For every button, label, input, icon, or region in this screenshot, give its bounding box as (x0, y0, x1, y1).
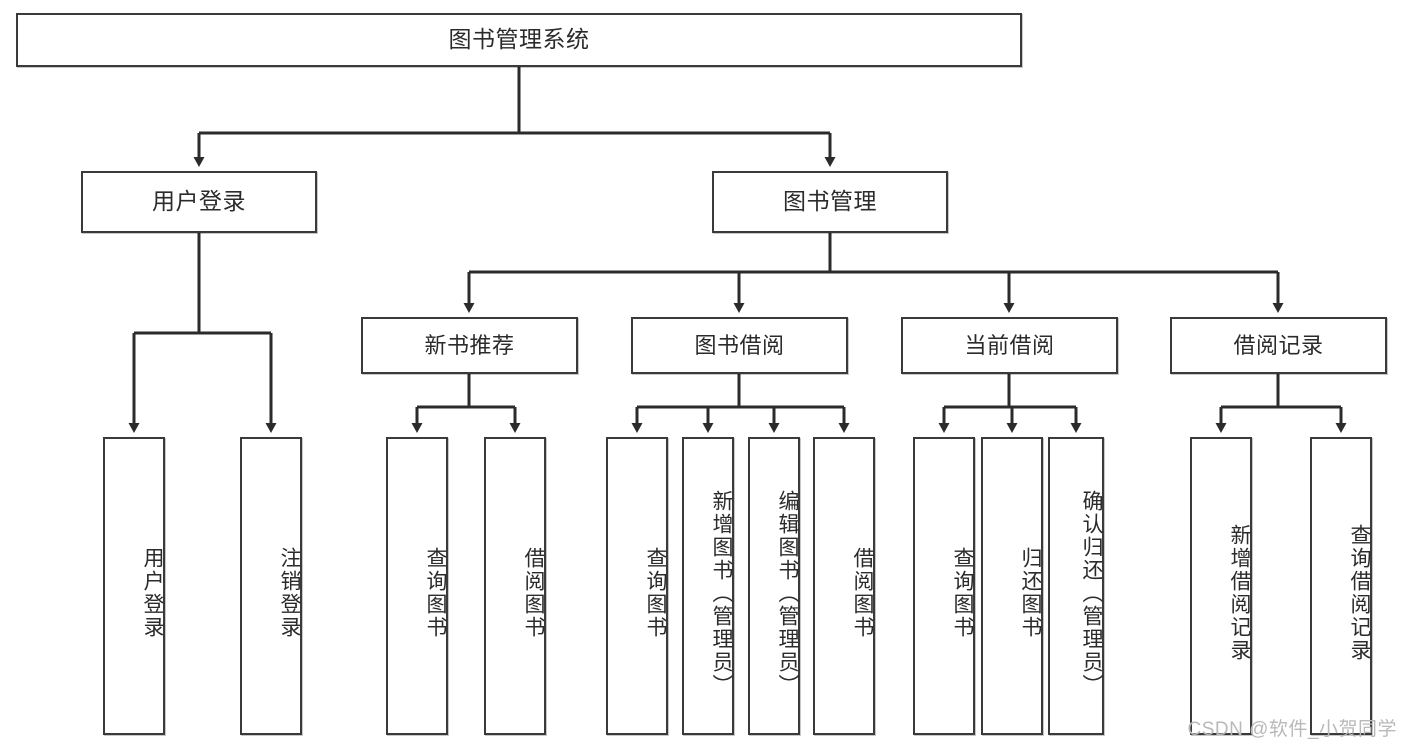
node-label: 图书借阅 (694, 332, 785, 358)
node-leaf-confirm-return[interactable]: 确认归还（管理员） (1048, 437, 1104, 735)
node-leaf-add-book[interactable]: 新增图书（管理员） (682, 437, 734, 735)
node-label: 编辑图书（管理员） (776, 489, 799, 697)
node-label: 当前借阅 (964, 332, 1055, 358)
node-label: 查询借阅记录 (1348, 524, 1371, 662)
node-label: 借阅图书 (851, 547, 874, 639)
node-label: 归还图书 (1019, 547, 1042, 639)
node-leaf-borrow-book-2[interactable]: 借阅图书 (813, 437, 875, 735)
node-borrow-record[interactable]: 借阅记录 (1170, 317, 1387, 374)
node-label: 新书推荐 (424, 332, 515, 358)
node-leaf-borrow-book-1[interactable]: 借阅图书 (484, 437, 546, 735)
node-label: 注销登录 (278, 547, 301, 639)
node-leaf-logout[interactable]: 注销登录 (240, 437, 302, 735)
node-leaf-query-book-2[interactable]: 查询图书 (606, 437, 668, 735)
node-book-manage[interactable]: 图书管理 (712, 171, 948, 233)
node-label: 确认归还（管理员） (1080, 489, 1103, 697)
node-leaf-edit-book[interactable]: 编辑图书（管理员） (748, 437, 800, 735)
node-user-login[interactable]: 用户登录 (81, 171, 317, 233)
node-label: 用户登录 (152, 188, 246, 215)
node-leaf-user-login[interactable]: 用户登录 (103, 437, 165, 735)
node-label: 图书管理系统 (448, 26, 590, 53)
node-current-borrow[interactable]: 当前借阅 (901, 317, 1118, 374)
node-leaf-add-record[interactable]: 新增借阅记录 (1190, 437, 1252, 735)
node-label: 查询图书 (424, 547, 447, 639)
node-label: 用户登录 (141, 547, 164, 639)
node-label: 查询图书 (644, 547, 667, 639)
node-label: 新增图书（管理员） (710, 489, 733, 697)
node-leaf-query-record[interactable]: 查询借阅记录 (1310, 437, 1372, 735)
node-label: 图书管理 (783, 188, 877, 215)
node-label: 借阅记录 (1233, 332, 1324, 358)
node-leaf-query-book-1[interactable]: 查询图书 (386, 437, 448, 735)
node-new-book-recommend[interactable]: 新书推荐 (361, 317, 578, 374)
node-leaf-return-book[interactable]: 归还图书 (981, 437, 1043, 735)
node-label: 新增借阅记录 (1228, 524, 1251, 662)
node-book-borrow[interactable]: 图书借阅 (631, 317, 848, 374)
node-leaf-query-book-3[interactable]: 查询图书 (913, 437, 975, 735)
node-root-book-management-system[interactable]: 图书管理系统 (16, 13, 1022, 67)
node-label: 查询图书 (951, 547, 974, 639)
watermark-text: CSDN @软件_小贺同学 (1187, 719, 1397, 740)
node-label: 借阅图书 (522, 547, 545, 639)
